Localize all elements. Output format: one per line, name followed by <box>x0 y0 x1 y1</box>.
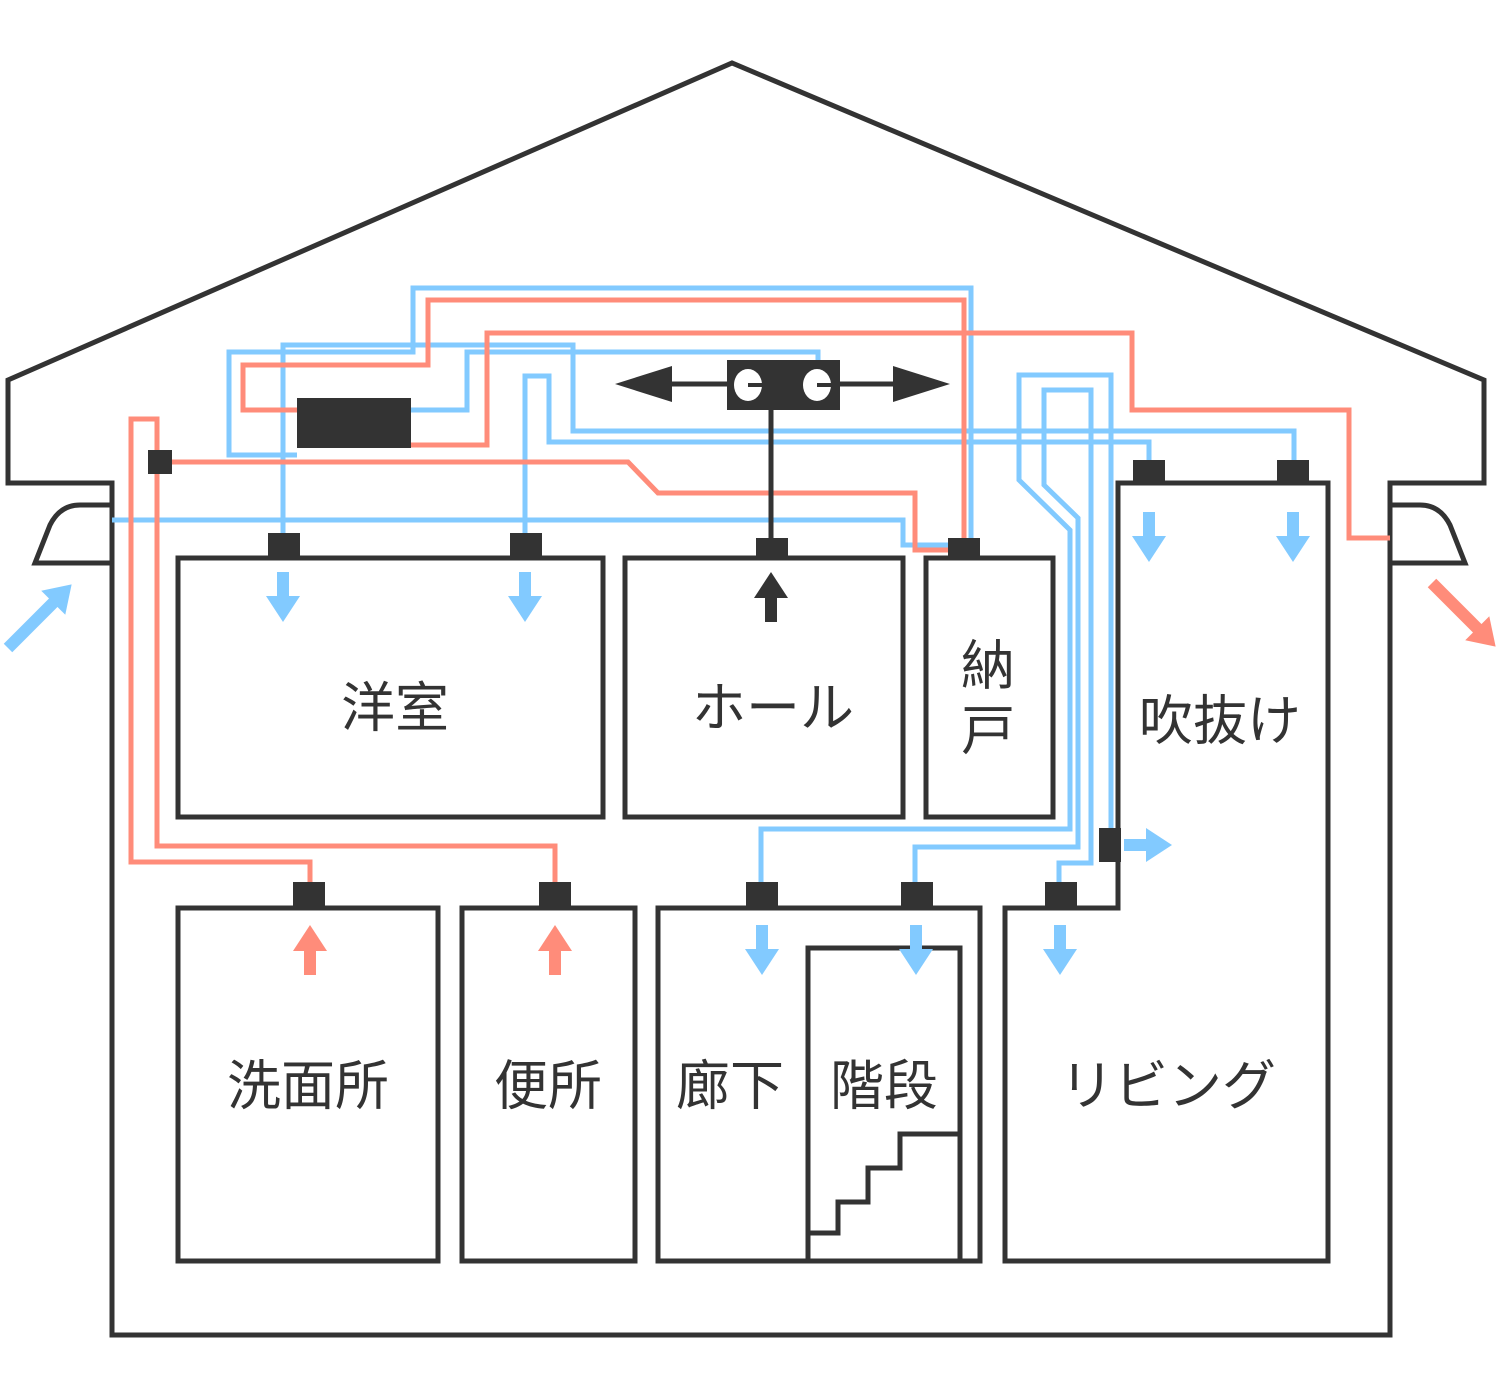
arrow-down-icon <box>745 925 779 975</box>
arrow-down-icon <box>899 925 933 975</box>
label-western-room: 洋室 <box>341 677 449 740</box>
supply-port <box>746 882 778 908</box>
exhaust-port <box>293 882 325 908</box>
label-corridor: 廊下 <box>676 1055 784 1118</box>
exhaust-duct <box>240 297 967 545</box>
supply-port <box>1099 828 1121 862</box>
arrow-down-icon <box>1132 512 1166 562</box>
exhaust-duct <box>154 474 558 884</box>
exhaust-ducts <box>128 297 1390 884</box>
storage-port <box>948 538 980 560</box>
supply-ducts <box>112 285 1297 884</box>
arrow-down-icon <box>508 572 542 622</box>
exhaust-port <box>148 450 172 474</box>
supply-port <box>901 882 933 908</box>
supply-port <box>1045 882 1077 908</box>
arrow-down-icon <box>266 572 300 622</box>
supply-duct <box>522 373 1152 545</box>
supply-duct <box>112 517 948 548</box>
supply-port <box>1277 460 1309 484</box>
label-living: リビング <box>1060 1055 1276 1118</box>
arrow-right-icon <box>1124 828 1172 862</box>
exhaust-duct <box>411 330 1390 541</box>
arrow-down-icon <box>1043 925 1077 975</box>
arrow-up-icon <box>754 572 788 622</box>
arrow-down-icon <box>1276 512 1310 562</box>
label-storage-top: 納 <box>961 635 1015 698</box>
supply-duct <box>912 387 1094 884</box>
arrow-up-icon <box>293 925 327 975</box>
supply-duct <box>758 372 1114 884</box>
label-atrium: 吹抜け <box>1139 690 1301 753</box>
outlet-hood <box>1390 502 1469 566</box>
supply-duct <box>280 342 1297 545</box>
label-storage-bottom: 戸 <box>961 700 1015 763</box>
label-washroom: 洗面所 <box>227 1055 389 1118</box>
label-toilet: 便所 <box>494 1055 602 1118</box>
exhaust-duct <box>160 459 948 553</box>
stairs-steps <box>808 1131 960 1236</box>
supply-duct <box>411 349 821 413</box>
house-outline <box>5 60 1487 1338</box>
room-storage <box>923 555 1056 820</box>
label-hall: ホール <box>692 677 854 740</box>
ports <box>148 450 1309 908</box>
arrow-up-icon <box>538 925 572 975</box>
label-stairs: 階段 <box>830 1055 938 1118</box>
supply-port <box>510 533 542 559</box>
room-living-atrium <box>1002 480 1331 1264</box>
supply-duct <box>226 285 974 540</box>
room-hall <box>622 555 906 820</box>
fan-port <box>756 538 788 560</box>
supply-port <box>268 533 300 559</box>
airflow-arrows <box>3 512 1496 975</box>
exhaust-port <box>539 882 571 908</box>
supply-port <box>1133 460 1165 484</box>
inlet-hood <box>31 502 110 566</box>
arrow-left-icon <box>615 366 672 402</box>
arrow-right-icon <box>893 366 950 402</box>
fan-unit <box>727 360 840 410</box>
ventilation-unit <box>297 398 411 448</box>
inlet-arrow-icon <box>3 584 72 653</box>
room-stairs <box>805 945 963 1264</box>
exhaust-duct <box>128 416 313 884</box>
outlet-arrow-icon <box>1427 578 1496 647</box>
